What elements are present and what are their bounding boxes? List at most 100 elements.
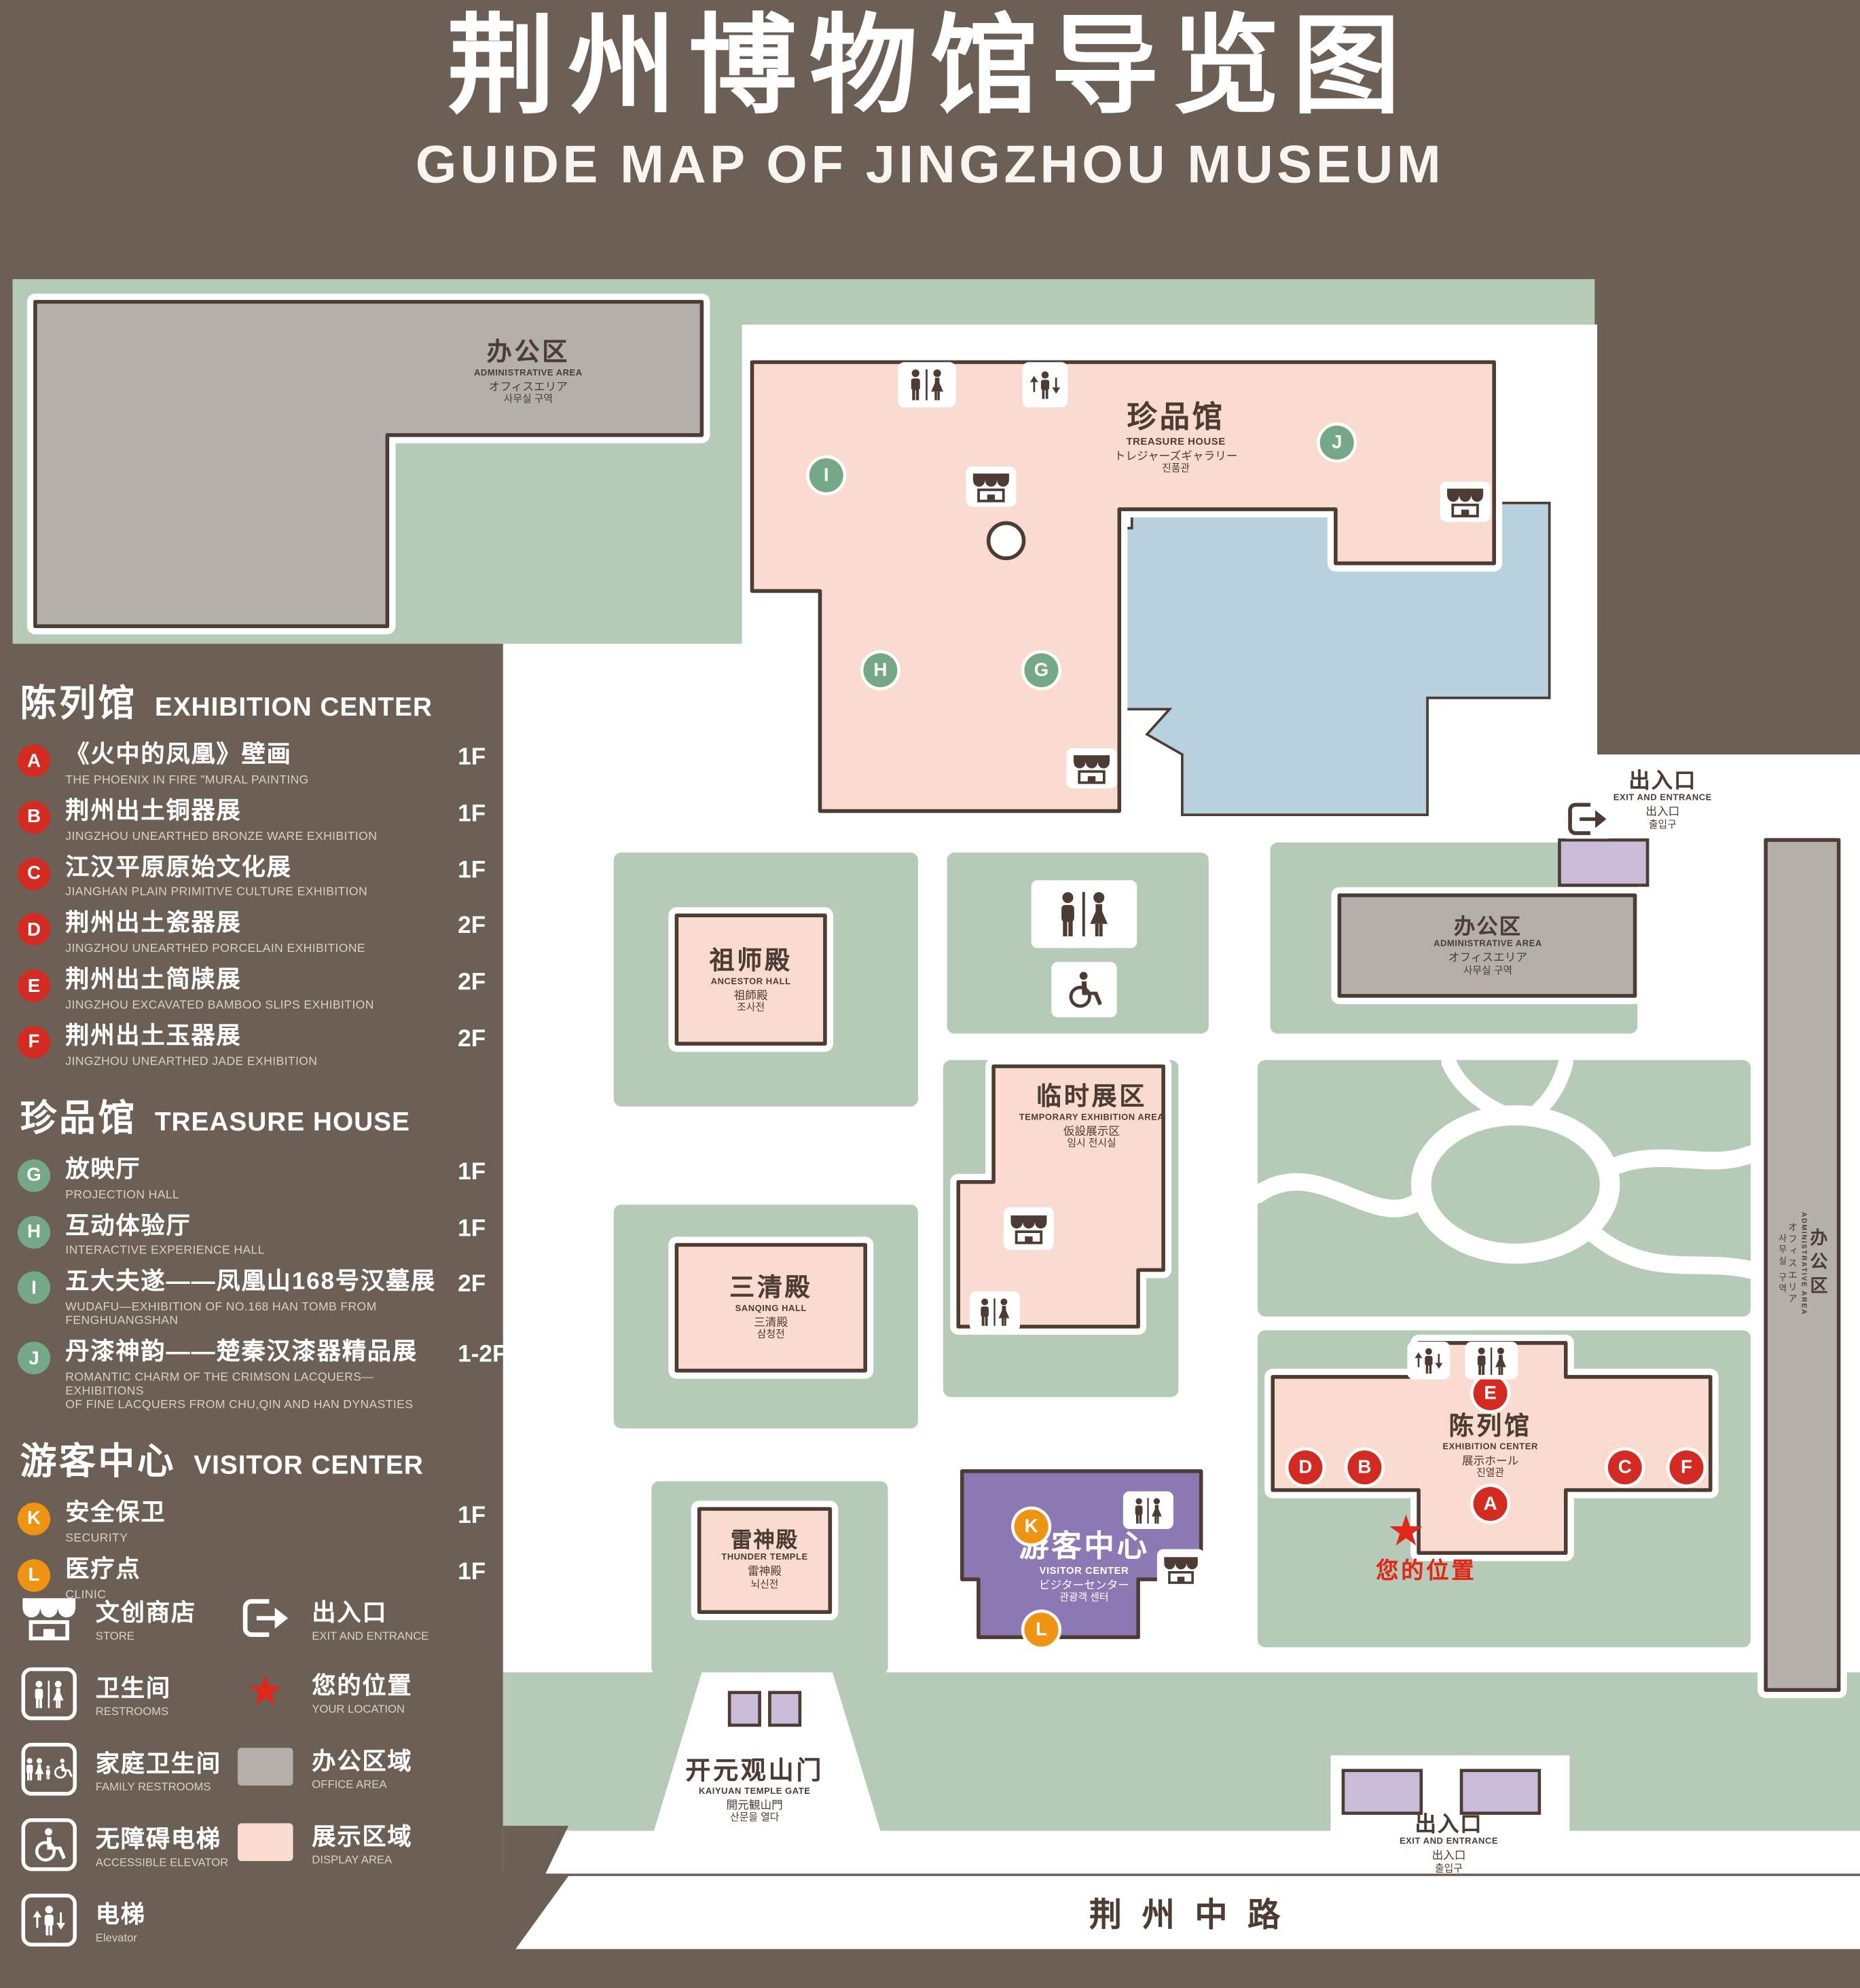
office-area-swatch xyxy=(234,1748,297,1786)
gate-pad-east xyxy=(768,1691,802,1727)
your-location-star-icon: ★ xyxy=(1387,1507,1425,1556)
legend-item-I: I 五大夫遂——凤凰山168号汉墓展 WUDAFU—EXHIBITION OF … xyxy=(17,1269,515,1328)
legend-family-restrooms: 家庭卫生间 FAMILY RESTROOMS xyxy=(18,1742,221,1796)
restroom-icon xyxy=(18,1667,81,1720)
marker-I: I xyxy=(17,1272,51,1305)
label-exit-south: 出入口 EXIT AND ENTRANCE 出入口 출입구 xyxy=(1399,1812,1499,1874)
map-marker-F: F xyxy=(1669,1450,1704,1485)
legend-item-G: G 放映厅 PROJECTION HALL 1F xyxy=(17,1156,515,1202)
marker-B: B xyxy=(17,800,51,834)
marker-G: G xyxy=(17,1159,51,1192)
legend-store: 文创商店 STORE xyxy=(18,1594,196,1642)
label-exit-northeast: 出入口 EXIT AND ENTRANCE 出入口 출입구 xyxy=(1613,769,1712,830)
map-marker-L: L xyxy=(1024,1613,1059,1647)
label-road: 荆州中路 xyxy=(1089,1895,1300,1934)
marker-K: K xyxy=(17,1503,51,1536)
label-admin-middle: 办公区 ADMINISTRATIVE AREA オフィスエリア 사무실 구역 xyxy=(1434,915,1542,976)
your-location-label: 您的位置 xyxy=(1376,1558,1477,1583)
elevator-icon xyxy=(1022,362,1068,408)
label-exhibition-center: 陈列馆 EXHIBITION CENTER 展示ホール 진열관 xyxy=(1442,1412,1538,1479)
label-treasure-house: 珍品馆 TREASURE HOUSE トレジャーズギャラリー 진품관 xyxy=(1114,401,1238,475)
legend-exit: 出入口 EXIT AND ENTRANCE xyxy=(234,1594,428,1642)
label-admin-east-strip: 办公区 ADMINISTRATIVE AREA オフィスエリア 사무실 구역 xyxy=(1777,1212,1829,1316)
marker-J: J xyxy=(17,1342,51,1375)
marker-H: H xyxy=(17,1215,51,1249)
building-treasure-house xyxy=(750,360,1496,813)
label-thunder-temple: 雷神殿 THUNDER TEMPLE 雷神殿 뇌신전 xyxy=(721,1528,808,1590)
legend-office-area: 办公区域 OFFICE AREA xyxy=(234,1743,412,1790)
accessible-elevator-icon xyxy=(18,1818,81,1871)
header: 荆州博物馆导览图 GUIDE MAP OF JINGZHOU MUSEUM xyxy=(0,7,1860,194)
building-ancestor-hall xyxy=(674,913,827,1046)
label-temporary-exhibition: 临时展区 TEMPORARY EXHIBITION AREA 仮設展示区 임시 … xyxy=(1019,1083,1165,1149)
label-kaiyuan-gate: 开元观山门 KAIYUAN TEMPLE GATE 開元観山門 산문을 열다 xyxy=(685,1757,824,1824)
legend-sidebar: 陈列馆 EXHIBITION CENTER A 《火中的凤凰》壁画 THE PH… xyxy=(17,674,515,1613)
jingzhou-middle-road xyxy=(515,1876,1860,1949)
map-marker-K: K xyxy=(1014,1509,1048,1544)
northeast-exit-pad xyxy=(1558,838,1649,887)
south-exit-pad-west xyxy=(1341,1769,1423,1815)
exit-icon xyxy=(234,1597,297,1640)
page-title-en: GUIDE MAP OF JINGZHOU MUSEUM xyxy=(415,134,1445,194)
marker-C: C xyxy=(17,857,51,890)
legend-restrooms: 卫生间 RESTROOMS xyxy=(18,1667,171,1720)
legend-item-C: C 江汉平原原始文化展 JIANGHAN PLAIN PRIMITIVE CUL… xyxy=(17,855,515,900)
store-icon xyxy=(966,466,1017,507)
building-admin-northwest xyxy=(33,299,704,629)
legend-item-J: J 丹漆神韵——楚秦汉漆器精品展 ROMANTIC CHARM OF THE C… xyxy=(17,1340,515,1412)
map-marker-C: C xyxy=(1607,1450,1642,1485)
page-title-zh: 荆州博物馆导览图 xyxy=(447,6,1413,128)
marker-D: D xyxy=(17,913,51,946)
legend-item-L: L 医疗点 CLINIC 1F xyxy=(17,1556,515,1602)
restroom-icon xyxy=(969,1291,1020,1332)
marker-L: L xyxy=(17,1559,51,1592)
marker-F: F xyxy=(17,1026,51,1059)
exit-icon xyxy=(1561,798,1614,839)
legend-item-K: K 安全保卫 SECURITY 1F xyxy=(17,1500,515,1545)
map-marker-E: E xyxy=(1473,1376,1508,1411)
legend-your-location: ★ 您的位置 YOUR LOCATION xyxy=(234,1668,412,1715)
store-icon xyxy=(1066,748,1117,789)
location-star-icon: ★ xyxy=(246,1667,285,1716)
map-marker-A: A xyxy=(1473,1486,1508,1521)
restroom-icon xyxy=(1123,1491,1173,1530)
south-exit-pad-east xyxy=(1459,1769,1542,1815)
building-sanqing-hall xyxy=(674,1242,867,1373)
display-area-swatch xyxy=(234,1823,297,1861)
elevator-icon xyxy=(18,1894,81,1947)
legend-accessible-elevator: 无障碍电梯 ACCESSIBLE ELEVATOR xyxy=(18,1818,228,1871)
restroom-icon xyxy=(1031,880,1137,949)
legend-item-F: F 荆州出土玉器展 JINGZHOU UNEARTHED JADE EXHIBI… xyxy=(17,1023,515,1069)
marker-A: A xyxy=(17,744,51,777)
building-thunder-temple xyxy=(697,1507,833,1615)
legend-item-E: E 荆州出土简牍展 JINGZHOU EXCAVATED BAMBOO SLIP… xyxy=(17,968,515,1012)
building-admin-middle xyxy=(1337,893,1637,998)
store-icon xyxy=(1440,481,1491,522)
restroom-icon xyxy=(898,362,956,408)
accessible-restroom-icon xyxy=(1051,961,1117,1018)
legend-item-A: A 《火中的凤凰》壁画 THE PHOENIX IN FIRE "MURAL P… xyxy=(17,742,515,787)
building-temporary-exhibition xyxy=(956,1064,1165,1329)
map-marker-B: B xyxy=(1347,1450,1382,1485)
family-restroom-icon xyxy=(18,1742,81,1796)
label-ancestor-hall: 祖师殿 ANCESTOR HALL 祖師殿 조사전 xyxy=(709,947,792,1014)
store-icon xyxy=(1156,1549,1205,1589)
map-marker-I: I xyxy=(809,458,843,493)
gate-pad-west xyxy=(727,1691,761,1727)
map-marker-J: J xyxy=(1319,425,1354,460)
restroom-icon xyxy=(1465,1342,1518,1380)
store-icon xyxy=(18,1596,81,1641)
legend-item-D: D 荆州出土瓷器展 JINGZHOU UNEARTHED PORCELAIN E… xyxy=(17,911,515,956)
map-marker-H: H xyxy=(863,653,898,688)
map-marker-G: G xyxy=(1024,653,1059,688)
label-sanqing-hall: 三清殿 SANQING HALL 三清殿 삼청전 xyxy=(729,1274,813,1341)
marker-E: E xyxy=(17,970,51,1003)
legend-item-H: H 互动体验厅 INTERACTIVE EXPERIENCE HALL 1F xyxy=(17,1213,515,1258)
map-marker-D: D xyxy=(1288,1450,1323,1485)
gate-opening xyxy=(654,1672,881,1831)
section-visitor-center: 游客中心 VISITOR CENTER xyxy=(20,1442,424,1483)
legend-display-area: 展示区域 DISPLAY AREA xyxy=(234,1818,412,1866)
legend-item-B: B 荆州出土铜器展 JINGZHOU UNEARTHED BRONZE WARE… xyxy=(17,798,515,843)
